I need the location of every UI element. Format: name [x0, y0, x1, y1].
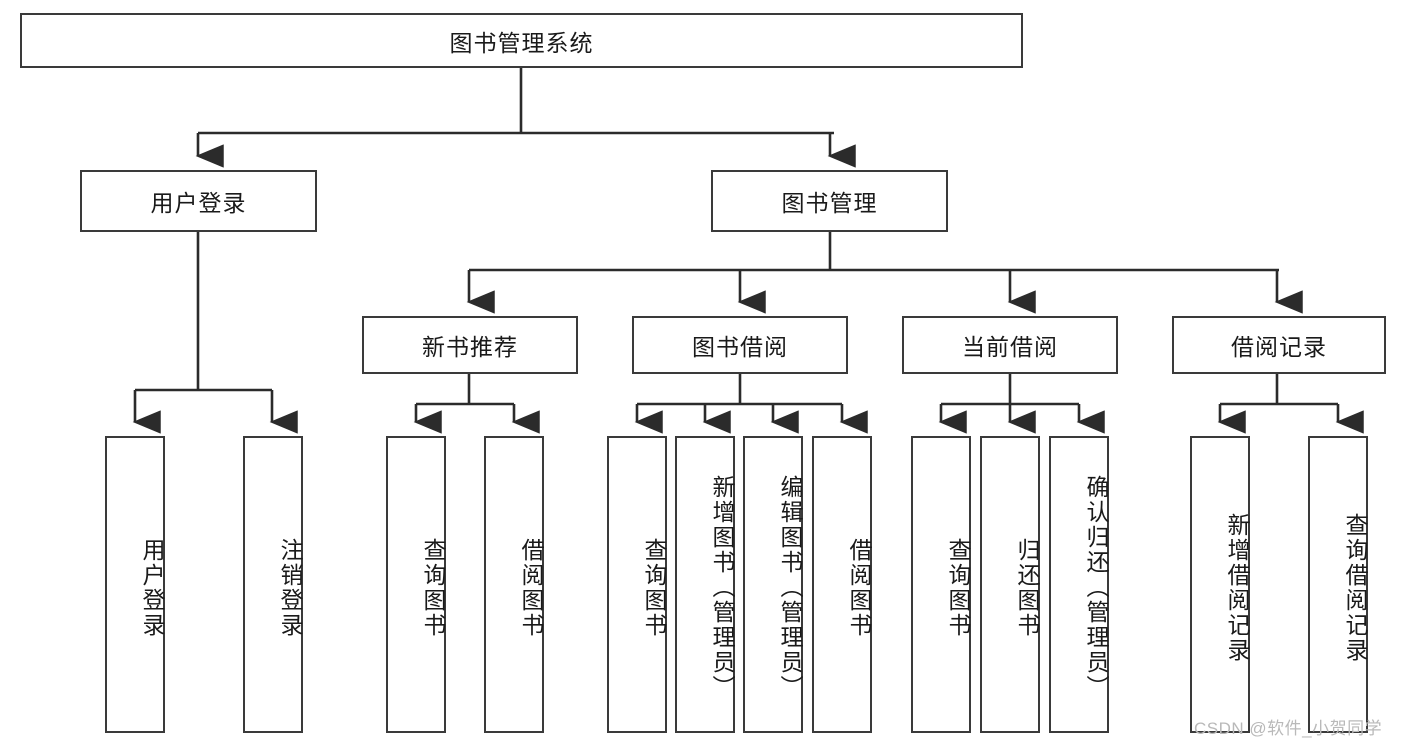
node-label: 图书管理: [781, 190, 878, 216]
node-label: 新书推荐: [422, 334, 518, 360]
leaf-borrow-add-book-admin[interactable]: 新增图书（管理员）: [675, 436, 735, 733]
leaf-current-confirm-return-admin[interactable]: 确认归还（管理员）: [1049, 436, 1109, 733]
node-label: 借阅图书: [518, 537, 544, 638]
node-current-borrow[interactable]: 当前借阅: [902, 316, 1118, 374]
node-label: 借阅记录: [1231, 334, 1327, 360]
node-root-book-management-system[interactable]: 图书管理系统: [20, 13, 1023, 68]
node-label: 确认归还（管理员）: [1083, 475, 1109, 700]
leaf-record-query-record[interactable]: 查询借阅记录: [1308, 436, 1368, 733]
node-label: 新增图书（管理员）: [709, 475, 735, 700]
node-label: 图书管理系统: [449, 29, 594, 56]
leaf-borrow-borrow-book[interactable]: 借阅图书: [812, 436, 872, 733]
node-label: 查询借阅记录: [1342, 512, 1368, 663]
leaf-current-return-book[interactable]: 归还图书: [980, 436, 1040, 733]
node-label: 编辑图书（管理员）: [777, 475, 803, 700]
leaf-current-query-book[interactable]: 查询图书: [911, 436, 971, 733]
leaf-user-login-signout[interactable]: 注销登录: [243, 436, 303, 733]
node-borrow-record[interactable]: 借阅记录: [1172, 316, 1386, 374]
leaf-user-login-signin[interactable]: 用户登录: [105, 436, 165, 733]
leaf-recommend-borrow-book[interactable]: 借阅图书: [484, 436, 544, 733]
leaf-borrow-query-book[interactable]: 查询图书: [607, 436, 667, 733]
node-label: 注销登录: [277, 537, 303, 638]
csdn-watermark: CSDN @软件_小贺同学: [1194, 714, 1382, 739]
node-user-login[interactable]: 用户登录: [80, 170, 317, 232]
node-label: 查询图书: [945, 537, 971, 638]
node-label: 新增借阅记录: [1224, 512, 1250, 663]
node-book-management[interactable]: 图书管理: [711, 170, 948, 232]
node-label: 用户登录: [139, 537, 165, 638]
node-book-borrow[interactable]: 图书借阅: [632, 316, 848, 374]
node-label: 图书借阅: [692, 334, 788, 360]
watermark-text: CSDN @软件_小贺同学: [1194, 719, 1383, 738]
node-new-book-recommend[interactable]: 新书推荐: [362, 316, 578, 374]
leaf-record-add-record[interactable]: 新增借阅记录: [1190, 436, 1250, 733]
leaf-borrow-edit-book-admin[interactable]: 编辑图书（管理员）: [743, 436, 803, 733]
node-label: 查询图书: [641, 537, 667, 638]
node-label: 借阅图书: [846, 537, 872, 638]
node-label: 用户登录: [150, 190, 247, 216]
leaf-recommend-query-book[interactable]: 查询图书: [386, 436, 446, 733]
node-label: 归还图书: [1014, 537, 1040, 638]
node-label: 当前借阅: [962, 334, 1058, 360]
node-label: 查询图书: [420, 537, 446, 638]
